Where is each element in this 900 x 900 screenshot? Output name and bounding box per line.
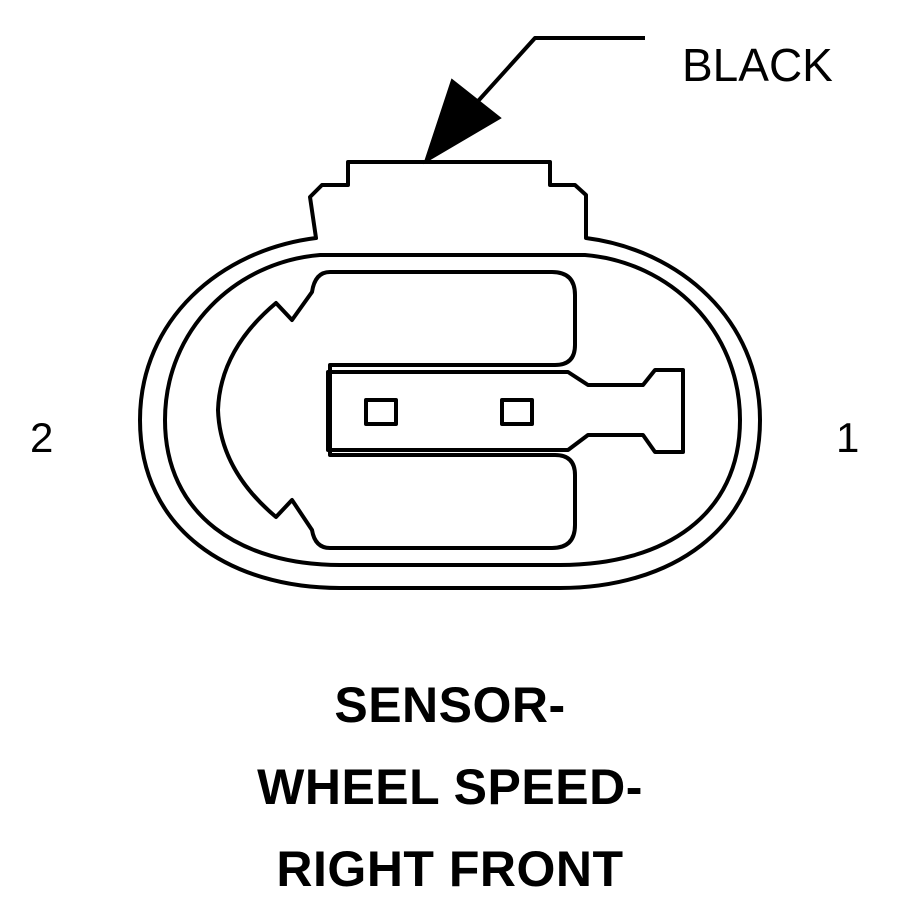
callout-arrowhead (423, 78, 502, 165)
caption-line-2: WHEEL SPEED- (257, 759, 643, 815)
wire-color-label: BLACK (682, 39, 833, 91)
terminal-cavity (216, 270, 577, 550)
caption-line-3: RIGHT FRONT (276, 841, 624, 897)
connector-outer-shell (138, 160, 762, 590)
connector-inner-ring (163, 253, 742, 567)
blade-terminal (326, 368, 685, 454)
caption-line-1: SENSOR- (334, 677, 566, 733)
callout-leader-line (468, 36, 645, 112)
terminal-window-left (364, 398, 398, 426)
terminal-window-right (500, 398, 534, 426)
pin-number-1-label: 1 (836, 414, 860, 461)
pin-number-2-label: 2 (30, 414, 54, 461)
